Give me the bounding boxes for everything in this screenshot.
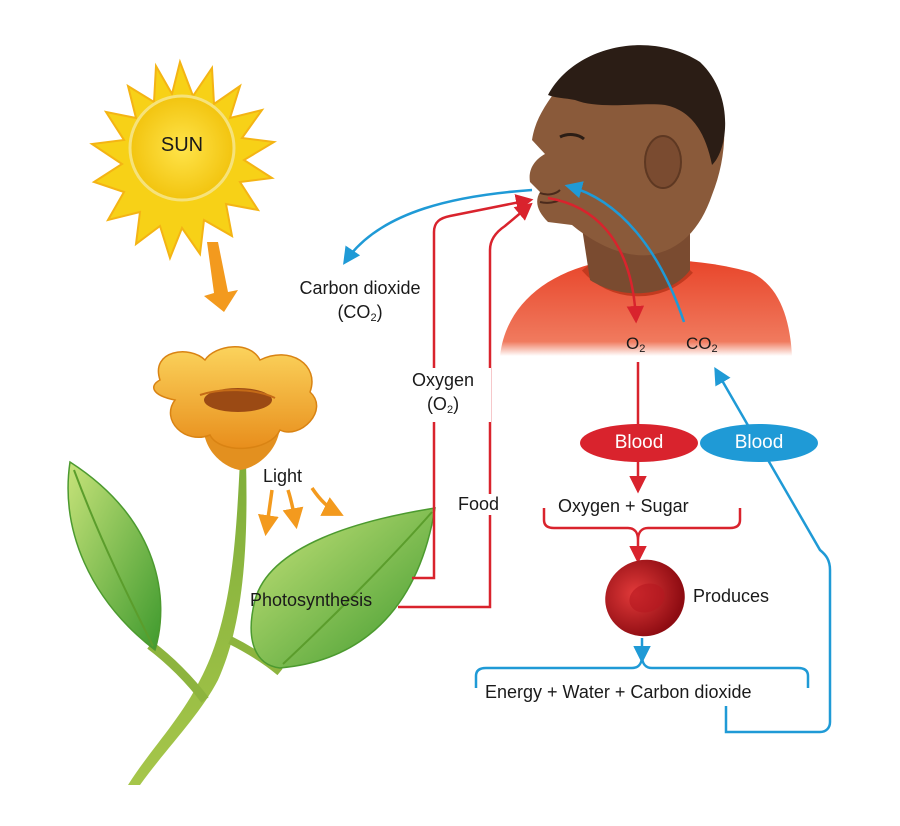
right-leaf xyxy=(250,507,436,669)
inhale-arrow xyxy=(547,196,645,324)
oxygen-name: Oxygen xyxy=(411,370,475,390)
carbon-dioxide-name: Carbon dioxide xyxy=(299,278,421,298)
light-label: Light xyxy=(263,466,303,486)
photosynthesis-label: Photosynthesis xyxy=(250,590,373,610)
person-shirt xyxy=(500,259,792,356)
oxygen-label: Oxygen (O2) xyxy=(395,368,491,422)
produces-label: Produces xyxy=(693,586,770,606)
food-arrow xyxy=(398,202,533,609)
oxygen-sugar-label: Oxygen + Sugar xyxy=(558,496,689,516)
food-label: Food xyxy=(456,494,502,515)
carbon-dioxide-formula: (CO2) xyxy=(337,302,383,324)
flower xyxy=(153,346,318,470)
oxygen-arrow xyxy=(412,194,534,580)
oxygen-formula: (O2) xyxy=(426,394,460,416)
red-blood-cell xyxy=(605,559,685,637)
blood-red-oval: Blood xyxy=(580,424,698,462)
co2-body-label: CO2 xyxy=(686,334,718,355)
light-arrows xyxy=(257,487,344,537)
co2-exhale-arrow xyxy=(343,188,533,265)
co2-return-arrow xyxy=(714,366,832,734)
energy-water-co2-label: Energy + Water + Carbon dioxide xyxy=(485,682,752,702)
o2-body-label: O2 xyxy=(626,334,646,355)
co2-body-arrow xyxy=(564,181,686,323)
sun xyxy=(89,58,277,261)
plant-stem xyxy=(128,460,247,785)
person-ear xyxy=(644,135,682,189)
person xyxy=(500,45,792,356)
sun-label: SUN xyxy=(160,134,204,156)
blood-blue-oval: Blood xyxy=(700,424,818,462)
person-hair xyxy=(548,45,726,166)
sun-disc xyxy=(128,94,236,202)
plant xyxy=(67,346,436,785)
carbon-dioxide-label: Carbon dioxide (CO2) xyxy=(270,276,450,330)
sunlight-arrow xyxy=(204,242,238,312)
outputs-brace xyxy=(474,655,810,688)
left-leaf xyxy=(67,460,162,652)
flow-lines xyxy=(343,181,832,734)
